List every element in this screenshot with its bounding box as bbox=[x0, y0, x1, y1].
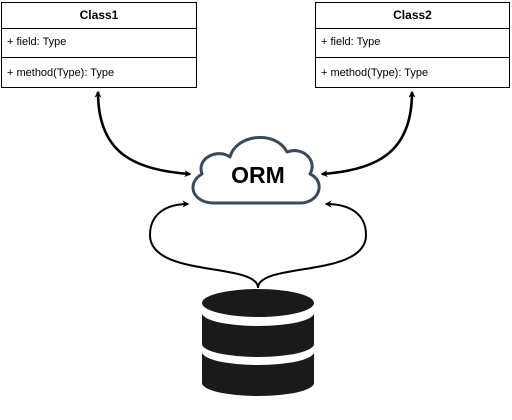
orm-label: ORM bbox=[231, 162, 285, 188]
class2-field: + field: Type bbox=[316, 29, 509, 58]
arrow-class2-orm bbox=[320, 90, 416, 178]
class2-box: Class2 + field: Type + method(Type): Typ… bbox=[315, 2, 510, 88]
database-icon bbox=[202, 289, 314, 396]
orm-cloud: ORM bbox=[191, 136, 321, 205]
class1-title: Class1 bbox=[2, 3, 196, 29]
cloud-icon bbox=[191, 136, 321, 205]
class2-method: + method(Type): Type bbox=[321, 67, 429, 79]
class1-method: + method(Type): Type bbox=[7, 67, 115, 79]
class1-field: + field: Type bbox=[2, 29, 196, 58]
arrow-db-orm-left bbox=[148, 200, 259, 289]
arrow-db-orm-right bbox=[257, 200, 368, 289]
arrow-class1-orm bbox=[94, 90, 192, 178]
class1-box: Class1 + field: Type + method(Type): Typ… bbox=[1, 2, 197, 88]
class2-title: Class2 bbox=[316, 3, 509, 29]
